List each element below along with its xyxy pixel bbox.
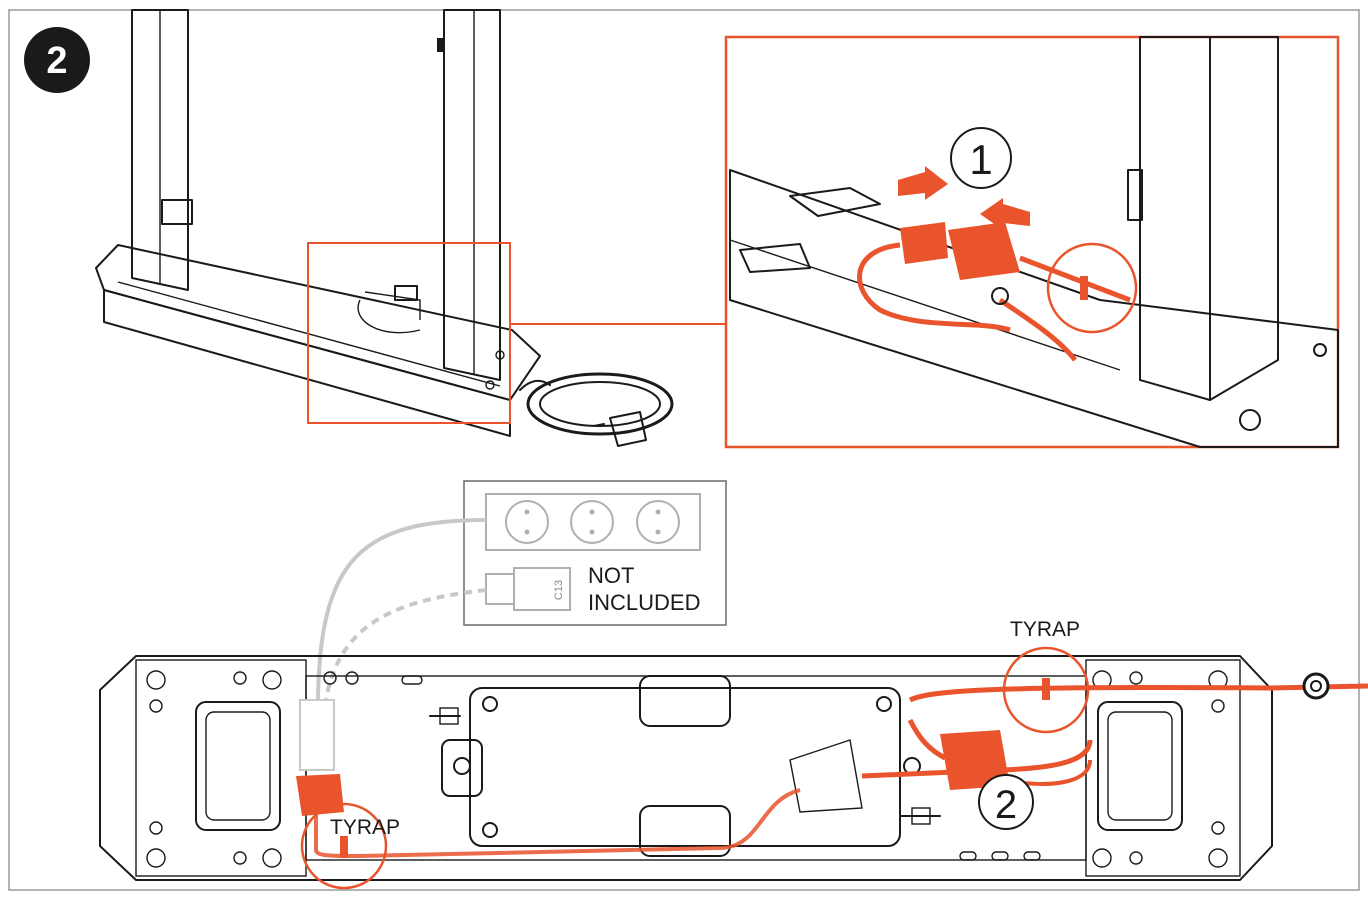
zoom-detail-panel: 1 [724, 35, 1340, 449]
tyrap-bottom-label: TYRAP [330, 816, 400, 839]
not-included-box: C13 NOT INCLUDED [463, 480, 727, 626]
not-included-line2: INCLUDED [588, 590, 700, 615]
outer-frame [8, 9, 1360, 891]
push-arrow-right-icon [980, 198, 1030, 230]
step-number: 2 [46, 40, 67, 82]
not-included-line1: NOT [588, 563, 634, 588]
power-strip-cord [316, 518, 487, 701]
cable-routing [296, 672, 1368, 859]
step-badge: 2 [24, 27, 90, 93]
callout-1-circle [950, 127, 1012, 189]
callout-2-circle [978, 774, 1034, 830]
callout-2-label: 2 [995, 783, 1017, 827]
callout-1-label: 1 [969, 136, 992, 183]
tyrap-top-highlight [1002, 646, 1090, 734]
push-arrow-left-icon [898, 166, 948, 200]
zoom-source-box [307, 242, 511, 424]
tyrap-bottom-highlight [300, 802, 388, 890]
c13-label: C13 [553, 580, 565, 600]
power-supply-unit [441, 675, 921, 857]
tyrap-detail-highlight [1046, 242, 1138, 334]
desk-overview-illustration [95, 9, 674, 447]
tyrap-top-label: TYRAP [1010, 618, 1080, 641]
